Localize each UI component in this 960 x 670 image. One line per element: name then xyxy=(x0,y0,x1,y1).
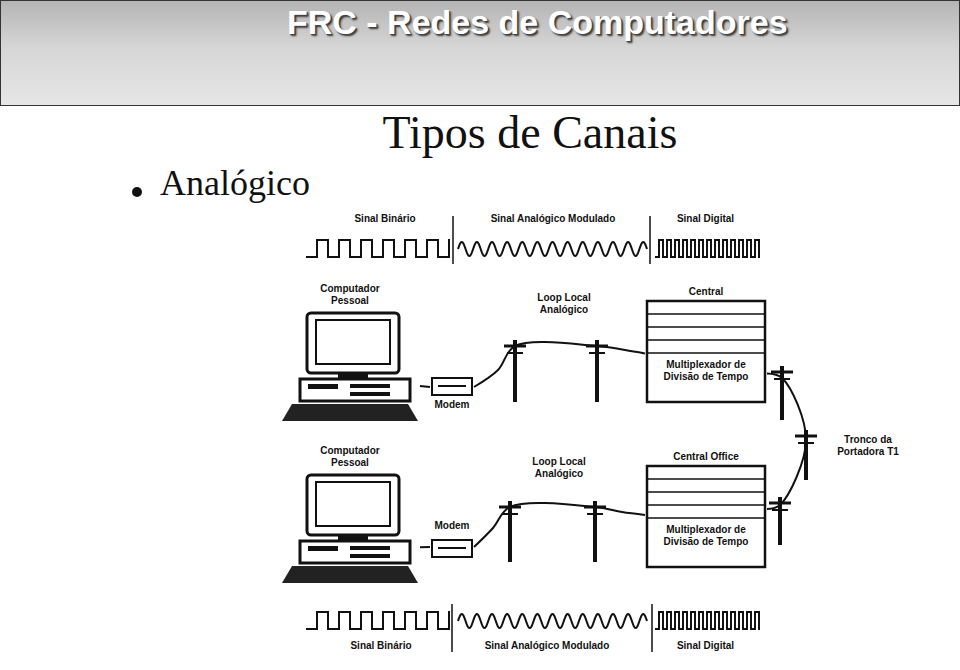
modem-node: Modem xyxy=(430,377,474,417)
divider-line xyxy=(651,604,653,652)
signal-label: Sinal Analógico Modulado xyxy=(478,213,628,225)
signal-label: Sinal Digital xyxy=(658,213,753,225)
modem-drawing xyxy=(430,377,474,396)
utility-pole xyxy=(586,340,608,402)
wire-connector xyxy=(474,503,645,547)
signal-label: Sinal Analógico Modulado xyxy=(472,640,622,652)
node-label: Modem xyxy=(424,520,480,532)
header-bar: FRC - Redes de Computadores xyxy=(0,0,960,106)
analog-wave xyxy=(458,614,647,628)
slide-title: FRC - Redes de Computadores xyxy=(201,3,960,42)
central-office-node: Central OfficeMultiplexador de Divisão d… xyxy=(645,450,767,568)
divider-line xyxy=(451,604,453,652)
building-drawing xyxy=(645,465,767,568)
slide-heading: Tipos de Canais xyxy=(330,108,730,159)
connector-label: Tronco da Portadora T1 xyxy=(826,434,910,458)
connector-label: Loop Local Analógico xyxy=(534,292,594,316)
node-heading: Central xyxy=(641,286,771,298)
computer-node: Computador Pessoal xyxy=(280,283,420,423)
wire-connector xyxy=(420,546,430,548)
analog-wave xyxy=(458,242,647,256)
computer-node: Computador Pessoal xyxy=(280,445,420,585)
digital-wave xyxy=(655,612,760,629)
utility-pole xyxy=(584,501,606,562)
divider-line xyxy=(649,216,651,264)
signal-label: Sinal Binário xyxy=(326,640,436,652)
bullet-dot xyxy=(132,187,142,197)
signal-label: Sinal Digital xyxy=(658,640,753,652)
node-label: Multiplexador de Divisão de Tempo xyxy=(663,524,749,548)
wire-connector xyxy=(474,342,645,387)
node-label: Modem xyxy=(424,399,480,411)
utility-pole xyxy=(499,501,521,562)
node-heading: Central Office xyxy=(641,451,771,463)
digital-wave xyxy=(655,240,760,257)
connector-label: Loop Local Analógico xyxy=(529,456,589,480)
building-drawing xyxy=(645,300,767,403)
node-label: Computador Pessoal xyxy=(305,445,395,469)
binary-wave xyxy=(306,240,450,257)
utility-pole xyxy=(504,340,526,402)
wire-connector xyxy=(420,386,430,387)
divider-line xyxy=(452,216,454,264)
node-label: Multiplexador de Divisão de Tempo xyxy=(663,359,749,383)
bullet-text: Analógico xyxy=(160,164,380,204)
modem-node: Modem xyxy=(430,518,474,558)
binary-wave xyxy=(306,612,450,629)
node-label: Computador Pessoal xyxy=(305,283,395,307)
modem-drawing xyxy=(430,539,474,558)
central-office-node: CentralMultiplexador de Divisão de Tempo xyxy=(645,285,767,403)
wire-connector xyxy=(767,374,806,510)
signal-label: Sinal Binário xyxy=(330,213,440,225)
